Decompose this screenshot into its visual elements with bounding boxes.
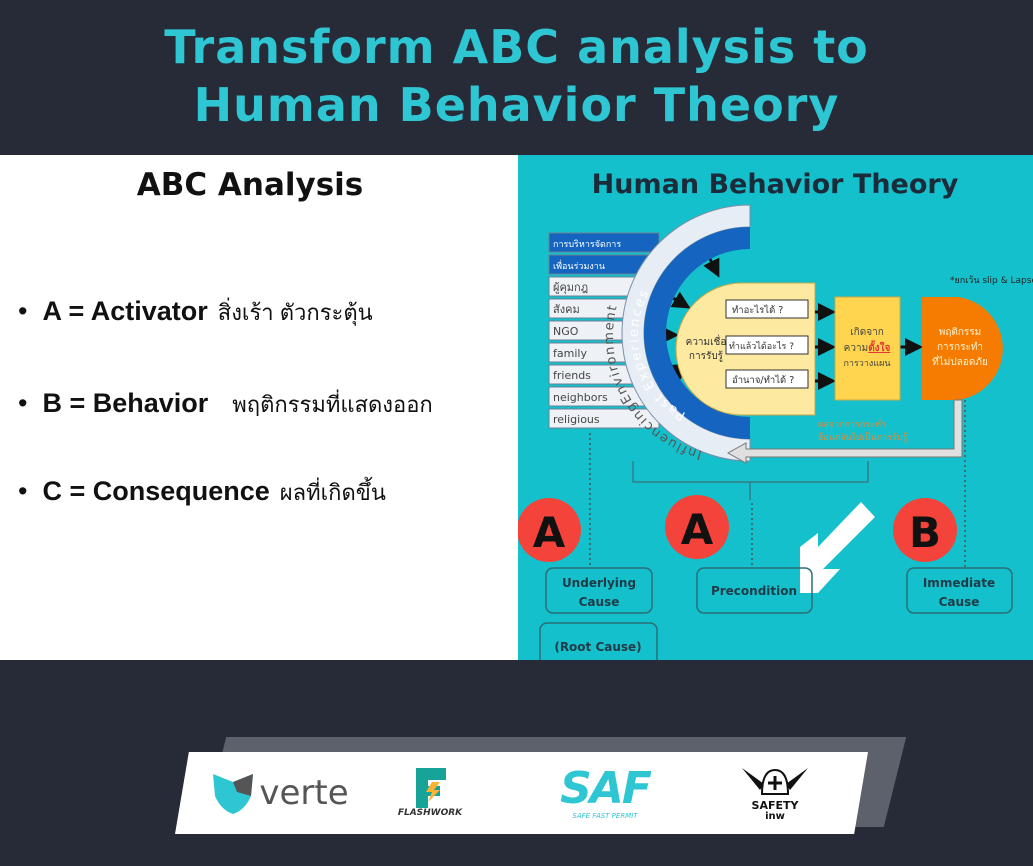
immediate-cause-line1: Immediate — [923, 576, 995, 590]
influence-label: สังคม — [553, 303, 580, 316]
bullet-thai: สิ่งเร้า ตัวกระตุ้น — [217, 300, 373, 325]
question-box — [725, 299, 809, 319]
cause-boxes: Underlying Cause Precondition Immediate … — [539, 567, 1013, 669]
behavior-line2: การกระทำ — [937, 342, 983, 353]
question-1: ทำอะไรได้ ? — [732, 304, 783, 316]
safety-inw-logo: SAFETY inw — [730, 752, 820, 834]
dotted-connectors — [589, 400, 966, 568]
badge-a-underlying: A — [517, 498, 581, 562]
badge-b-immediate: B — [893, 498, 957, 562]
saf-logo: SAF SAFE FAST PERMIT — [515, 752, 695, 834]
bullet-thai: พฤติกรรมที่แสดงออก — [232, 392, 433, 417]
slip-lapses-note: *ยกเว้น slip & Lapses — [950, 275, 1033, 286]
influence-label: religious — [553, 413, 600, 426]
precondition-box — [696, 567, 813, 614]
safety-sub-wordmark: inw — [765, 811, 785, 822]
behavior-line1: พฤติกรรม — [939, 327, 982, 338]
bullet-label: C = Consequence — [42, 476, 270, 506]
precondition-bracket — [632, 461, 869, 500]
badge-letter: B — [909, 508, 941, 557]
feedback-arrow — [726, 399, 963, 464]
verte-wordmark: verte — [259, 773, 349, 813]
influence-label: ผู้คุมกฎ — [553, 281, 588, 294]
underlying-cause-line2: Cause — [579, 595, 620, 609]
badge-letter: A — [533, 508, 566, 557]
influence-label: family — [553, 347, 587, 360]
saf-tagline: SAFE FAST PERMIT — [572, 812, 638, 820]
intent-box — [834, 296, 901, 401]
bullet-label: B = Behavior — [42, 388, 209, 418]
past-experiences-arc — [644, 227, 750, 439]
flashwork-icon — [416, 768, 446, 808]
underlying-cause-line1: Underlying — [562, 576, 636, 590]
intent-line1: เกิดจาก — [850, 327, 884, 338]
intent-line3: การวางแผน — [843, 359, 890, 369]
influence-label: neighbors — [553, 391, 608, 404]
flow-arrows — [815, 303, 923, 390]
page-title-line-2: Human Behavior Theory — [193, 78, 840, 132]
badge-a-precondition: A — [665, 495, 729, 559]
bullet-thai: ผลที่เกิดขึ้น — [279, 480, 386, 505]
verte-shield-icon — [213, 774, 254, 814]
precondition-label: Precondition — [711, 584, 797, 598]
abc-heading: ABC Analysis — [136, 167, 364, 203]
logo-banner: verte FLASHWORK SAF SAFE FAST PERMIT SAF… — [175, 752, 868, 834]
underlying-cause-box — [545, 567, 653, 614]
page-title-line-1: Transform ABC analysis to — [164, 20, 869, 74]
question-box — [725, 369, 809, 389]
saf-wordmark: SAF — [560, 763, 652, 814]
behavior-line3: ที่ไม่ปลอดภัย — [932, 354, 988, 368]
question-2: ทำแล้วได้อะไร ? — [729, 341, 794, 352]
influence-label: เพื่อนร่วมงาน — [553, 259, 605, 272]
influence-label: friends — [553, 369, 591, 382]
intent-line2: ความตั้งใจ — [844, 340, 891, 354]
belief-line1: ความเชื่อ — [686, 334, 727, 348]
question-boxes: ทำอะไรได้ ? ทำแล้วได้อะไร ? อำนาจ/ทำได้ … — [725, 299, 809, 389]
flashwork-wordmark: FLASHWORK — [397, 808, 463, 818]
bullet-label: A = Activator — [42, 296, 208, 326]
white-arrow — [800, 502, 875, 593]
question-box — [725, 335, 809, 355]
verte-logo: verte — [195, 752, 365, 834]
safety-helmet-icon — [742, 768, 808, 795]
influence-label: การบริหารจัดการ — [553, 239, 621, 250]
feedback-line2: ย้อนกลับไปเป็นการรับรู้ — [818, 430, 908, 443]
diagram-title: Human Behavior Theory — [592, 169, 959, 200]
flashwork-logo: FLASHWORK — [385, 752, 475, 834]
safety-wordmark: SAFETY — [751, 799, 799, 812]
immediate-cause-box — [906, 567, 1013, 614]
belief-line2: การรับรู้ — [689, 350, 724, 362]
feedback-line1: ผลจากการกระทำ — [818, 419, 886, 430]
unsafe-behavior-shape — [922, 297, 1003, 400]
root-cause-label: (Root Cause) — [554, 640, 641, 654]
question-3: อำนาจ/ทำได้ ? — [732, 374, 794, 386]
immediate-cause-line2: Cause — [939, 595, 980, 609]
human-behavior-diagram: Human Behavior Theory การบริหารจัดการเพื… — [517, 155, 1033, 669]
diagram-canvas: Human Behavior Theory การบริหารจัดการเพื… — [517, 169, 1033, 669]
badge-letter: A — [681, 505, 714, 554]
influence-label: NGO — [553, 325, 579, 338]
